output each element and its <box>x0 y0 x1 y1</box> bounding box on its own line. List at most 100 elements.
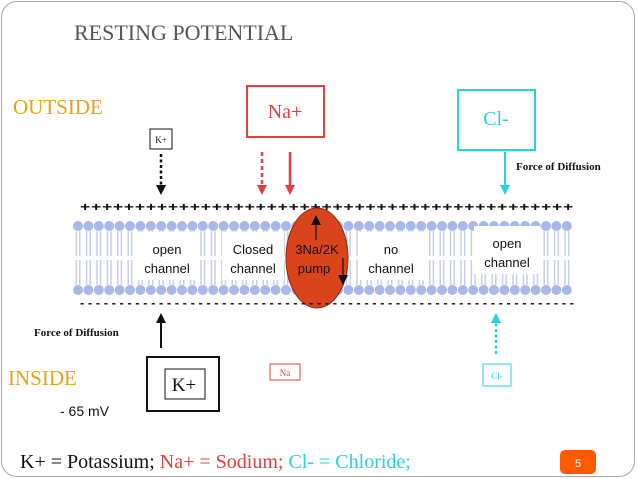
lipid-head-bottom <box>468 285 479 295</box>
legend-chloride: Cl- = Chloride; <box>288 451 410 473</box>
channel-open-left-line2: channel <box>144 261 190 276</box>
lipid-head-bottom <box>177 285 187 295</box>
force-of-diffusion-left: Force of Diffusion <box>34 327 119 339</box>
lipid-head-top <box>93 221 104 231</box>
channel-bg-closed <box>222 232 284 280</box>
channel-no-line2: channel <box>368 261 414 276</box>
lipid-head-top <box>426 221 437 231</box>
lipid-head-top <box>73 221 83 231</box>
membrane-minus-charges: - - - - - - - - - - - - - - - - - - - - … <box>80 296 574 310</box>
channel-open-right-line2: channel <box>484 255 530 270</box>
page-number: 5 <box>575 458 581 470</box>
lipid-head-top <box>249 221 260 231</box>
k-small-box <box>149 128 173 150</box>
lipid-head-bottom <box>114 285 125 295</box>
channel-open-left-line1: open <box>153 242 182 257</box>
channel-no-line1: no <box>384 242 398 257</box>
lipid-head-bottom <box>156 285 167 295</box>
lipid-head-bottom <box>457 285 468 295</box>
lipid-head-top <box>416 221 427 231</box>
cl-top-label: Cl- <box>483 108 509 130</box>
lipid-head-bottom <box>499 285 510 295</box>
channel-open-right-line1: open <box>493 236 522 251</box>
lipid-head-top <box>218 221 229 231</box>
inside-label: INSIDE <box>8 366 77 390</box>
lipid-head-bottom <box>364 285 375 295</box>
lipid-head-bottom <box>551 285 562 295</box>
lipid-head-top <box>208 221 219 231</box>
lipid-head-top <box>166 221 177 231</box>
lipid-head-bottom <box>229 285 239 295</box>
lipid-head-bottom <box>197 285 208 295</box>
lipid-head-bottom <box>145 285 156 295</box>
lipid-head-bottom <box>509 285 520 295</box>
lipid-head-bottom <box>166 285 177 295</box>
lipid-head-top <box>364 221 375 231</box>
lipid-head-top <box>437 221 447 231</box>
lipid-head-bottom <box>405 285 416 295</box>
channel-bg-no <box>358 232 424 280</box>
lipid-head-bottom <box>541 285 551 295</box>
pump-label-line2: pump <box>298 261 331 276</box>
lipid-head-top <box>239 221 250 231</box>
lipid-head-bottom <box>437 285 447 295</box>
lipid-head-bottom <box>125 285 135 295</box>
cl-inside-label: Cl- <box>491 371 503 381</box>
lipid-head-top <box>270 221 281 231</box>
lipid-head-bottom <box>249 285 260 295</box>
lipid-head-top <box>353 221 364 231</box>
lipid-head-bottom <box>343 285 354 295</box>
lipid-head-bottom <box>489 285 499 295</box>
cl-inside-box <box>482 363 512 387</box>
lipid-head-top <box>541 221 551 231</box>
resting-voltage: - 65 mV <box>60 403 110 419</box>
lipid-head-top <box>83 221 94 231</box>
lipid-head-top <box>145 221 156 231</box>
lipid-head-bottom <box>426 285 437 295</box>
lipid-head-bottom <box>187 285 198 295</box>
na-inside-box <box>269 363 301 381</box>
lipid-head-top <box>177 221 187 231</box>
lipid-head-top <box>135 221 146 231</box>
k-small-label: K+ <box>155 135 167 145</box>
membrane-plus-charges: ++++++++++++++++++++++++++++++++++++++++… <box>80 200 574 214</box>
lipid-head-top <box>457 221 468 231</box>
lipid-head-bottom <box>93 285 104 295</box>
channel-closed-line2: channel <box>230 261 276 276</box>
lipid-head-bottom <box>281 285 291 295</box>
lipid-head-top <box>395 221 406 231</box>
lipid-head-bottom <box>208 285 219 295</box>
lipid-head-bottom <box>73 285 83 295</box>
channel-closed-line1: Closed <box>233 242 273 257</box>
lipid-head-top <box>405 221 416 231</box>
lipid-head-top <box>229 221 239 231</box>
lipid-head-bottom <box>447 285 458 295</box>
lipid-head-bottom <box>530 285 541 295</box>
lipid-head-bottom <box>395 285 406 295</box>
ion-legend: K+ = Potassium;Na+ = Sodium;Cl- = Chlori… <box>20 451 411 473</box>
legend-sodium: Na+ = Sodium; <box>160 451 284 473</box>
force-of-diffusion-right: Force of Diffusion <box>516 161 601 173</box>
channel-bg-open-right <box>474 226 540 274</box>
legend-potassium: K+ = Potassium; <box>20 451 155 473</box>
lipid-head-bottom <box>218 285 229 295</box>
channel-bg-open-left <box>134 232 200 280</box>
lipid-head-top <box>281 221 291 231</box>
lipid-head-bottom <box>83 285 94 295</box>
lipid-head-bottom <box>374 285 385 295</box>
lipid-head-top <box>104 221 115 231</box>
lipid-head-top <box>561 221 572 231</box>
sodium-potassium-pump <box>285 207 349 309</box>
lipid-head-top <box>551 221 562 231</box>
lipid-head-bottom <box>135 285 146 295</box>
lipid-head-top <box>385 221 395 231</box>
na-top-box <box>246 85 325 138</box>
lipid-head-bottom <box>353 285 364 295</box>
lipid-head-bottom <box>239 285 250 295</box>
lipid-head-top <box>187 221 198 231</box>
k-inside-box-inner <box>164 368 206 400</box>
lipid-head-top <box>374 221 385 231</box>
cl-top-box <box>457 89 536 151</box>
